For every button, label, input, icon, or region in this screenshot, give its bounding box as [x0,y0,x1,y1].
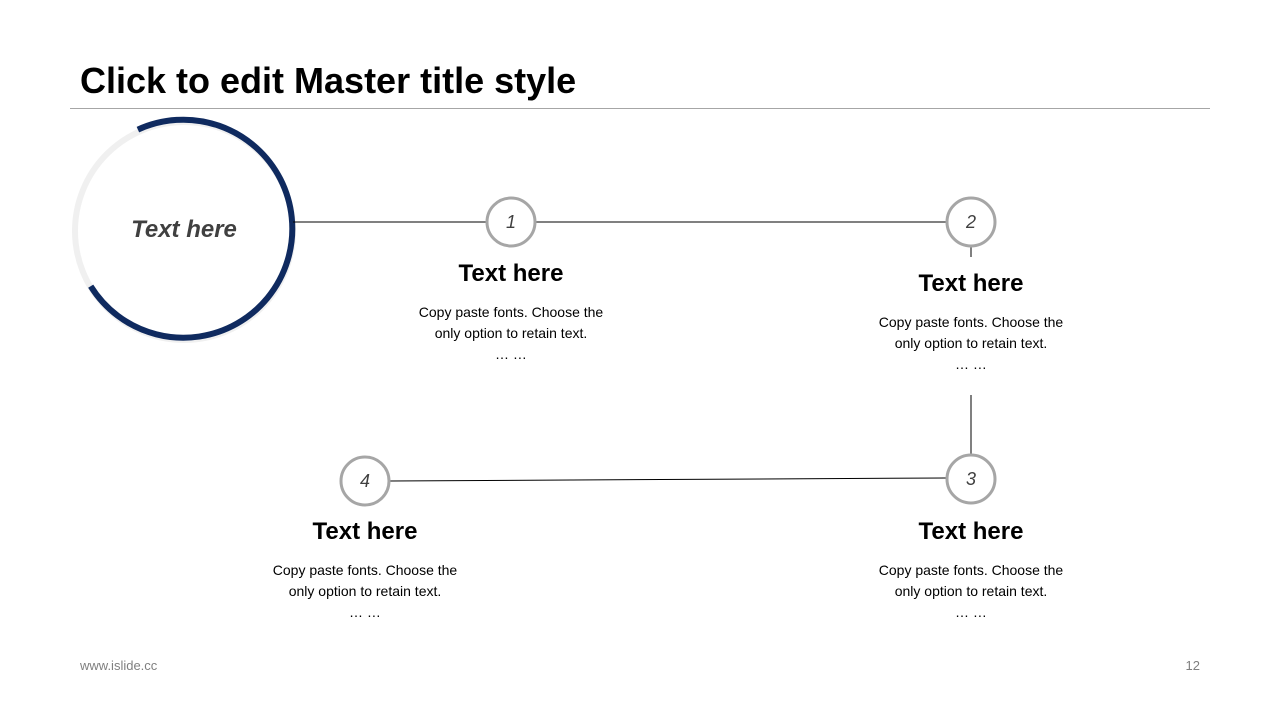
step3-circle [945,453,997,505]
step3-ellipsis: … … [955,604,987,620]
footer-url: www.islide.cc [80,658,158,673]
step3-block: Text here Copy paste fonts. Choose the o… [841,518,1101,622]
step4-title: Text here [312,518,418,545]
step3-title: Text here [918,518,1024,545]
step4-block: Text here Copy paste fonts. Choose the o… [235,518,495,622]
step2-description: Copy paste fonts. Choose the only option… [878,314,1064,351]
step4-number: 4 [359,471,370,491]
hub-ring-progress [88,116,296,341]
slide-title: Click to edit Master title style [80,60,577,101]
step1-circle [485,196,537,248]
step3-number: 3 [965,469,976,489]
step4-description: Copy paste fonts. Choose the only option… [272,562,458,599]
step2-block: Text here Copy paste fonts. Choose the o… [841,270,1101,374]
step4-circle [339,455,391,507]
hub-label: Text here [131,216,237,243]
step2-number: 2 [965,212,976,232]
step2-title: Text here [918,270,1024,297]
step3-description: Copy paste fonts. Choose the only option… [878,562,1064,599]
step1-title: Text here [458,260,564,287]
connector-step3-to-step4 [389,477,947,482]
step4-ellipsis: … … [349,604,381,620]
step1-block: Text here Copy paste fonts. Choose the o… [381,260,641,364]
step2-ellipsis: … … [955,356,987,372]
step1-number: 1 [505,212,516,232]
title-divider [70,108,1210,109]
step1-description: Copy paste fonts. Choose the only option… [418,304,604,341]
step2-circle [945,196,997,248]
page-number: 12 [1185,658,1200,673]
step1-ellipsis: … … [495,346,527,362]
